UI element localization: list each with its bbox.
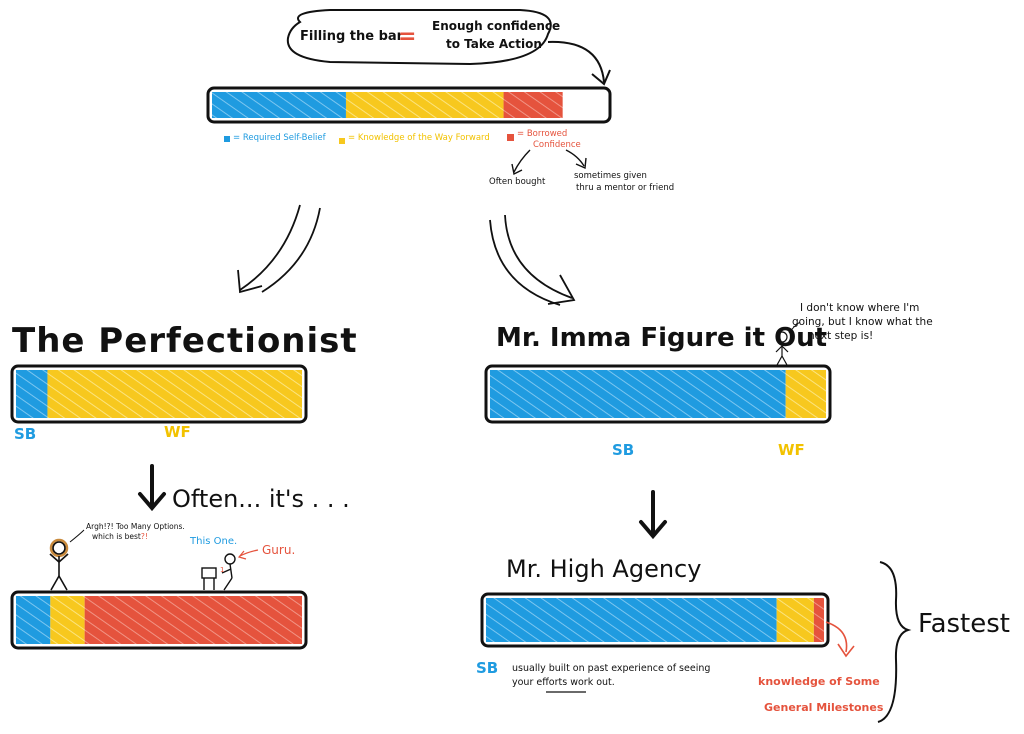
top-confidence-bar	[206, 86, 612, 124]
imma-label-wf: WF	[778, 441, 805, 459]
curve-arrow-right	[489, 214, 576, 306]
thought-tail	[788, 321, 801, 334]
segment-way-forward	[776, 598, 814, 642]
segment-borrowed	[84, 596, 302, 644]
perfectionist-often: Often... it's . . .	[172, 485, 350, 513]
high-agency-label-sb: SB	[476, 659, 499, 677]
borrowed-arrow-right	[565, 149, 587, 170]
legend-borrowed-2: Confidence	[533, 140, 581, 150]
legend-way-forward: = Knowledge of the Way Forward	[348, 133, 490, 143]
bar-outline	[484, 364, 832, 424]
segment-way-forward	[785, 370, 826, 418]
imma-thought-1: I don't know where I'm	[800, 302, 920, 314]
legend-borrowed-1: = Borrowed	[517, 129, 568, 139]
thinking-stick-figure-icon	[775, 331, 789, 366]
segment-way-forward	[50, 596, 85, 644]
this-one-label: This One.	[190, 536, 238, 547]
guru-at-desk-icon	[201, 553, 236, 591]
segment-way-forward	[345, 92, 504, 118]
borrowed-note-given-1: sometimes given	[574, 171, 647, 181]
high-agency-note-1: usually built on past experience of seei…	[512, 663, 711, 674]
high-agency-note-2: your efforts work out.	[512, 677, 615, 689]
imma-figure-it-out-bar	[484, 364, 832, 424]
perfectionist-often-bar	[10, 590, 308, 650]
milestone-arrow	[825, 621, 855, 658]
imma-title: Mr. Imma Figure it Out	[496, 323, 828, 353]
legend-swatch-self-belief	[224, 136, 230, 142]
guru-arrow	[237, 549, 259, 560]
segment-self-belief	[16, 596, 51, 644]
curve-arrow-left	[237, 204, 321, 294]
high-agency-title: Mr. High Agency	[506, 555, 702, 583]
imma-thought-2: going, but I know what the	[792, 316, 933, 328]
bar-outline	[10, 364, 308, 424]
guru-label: Guru.	[262, 543, 296, 557]
bubble-right-text-1: Enough confidence	[432, 19, 561, 33]
borrowed-arrow-left	[511, 149, 531, 176]
perfectionist-label-sb: SB	[14, 425, 37, 443]
perfectionist-bar	[10, 364, 308, 424]
high-agency-bar	[480, 592, 830, 648]
header-bubble	[286, 9, 552, 66]
frustrated-speech-1: Argh!?! Too Many Options.	[86, 522, 185, 531]
segment-borrowed	[813, 598, 824, 642]
bubble-right-text-2: to Take Action	[446, 37, 542, 51]
frustrated-stick-figure-icon	[49, 538, 69, 591]
legend-swatch-borrowed	[507, 134, 514, 141]
segment-self-belief	[16, 370, 48, 418]
borrowed-note-given-2: thru a mentor or friend	[576, 183, 675, 193]
legend-swatch-way-forward	[339, 138, 345, 144]
segment-way-forward	[47, 370, 303, 418]
note-2-rest: work out.	[567, 677, 615, 688]
perfectionist-label-wf: WF	[164, 423, 191, 441]
frustrated-speech-mark: ?!	[140, 532, 148, 541]
milestones-2: General Milestones	[764, 701, 884, 714]
fastest-brace	[877, 561, 912, 723]
legend-self-belief: = Required Self-Belief	[233, 133, 326, 143]
segment-self-belief	[486, 598, 777, 642]
fastest-label: Fastest	[918, 609, 1010, 639]
bubble-pointer-arrow	[547, 40, 611, 86]
segment-self-belief	[212, 92, 346, 118]
frustrated-speech-2-text: which is best	[92, 532, 141, 541]
segment-borrowed	[503, 92, 563, 118]
bubble-equals: =	[398, 24, 417, 49]
note-2-your: your	[512, 677, 537, 688]
speech-tail-frustrated	[69, 529, 85, 543]
down-arrow-imma	[639, 490, 667, 540]
imma-label-sb: SB	[612, 441, 635, 459]
down-arrow-perfectionist	[138, 464, 166, 512]
segment-self-belief	[490, 370, 786, 418]
bar-outline	[480, 592, 830, 648]
desk-badge: 1	[220, 566, 225, 574]
frustrated-speech-2: which is best?!	[92, 532, 148, 542]
bar-outline	[206, 86, 612, 124]
bubble-left-text: Filling the bar	[300, 29, 404, 44]
bar-outline	[10, 590, 308, 650]
milestones-1: knowledge of Some	[758, 675, 880, 688]
borrowed-note-bought: Often bought	[489, 177, 546, 187]
imma-thought-3: next step is!	[808, 330, 874, 342]
perfectionist-title: The Perfectionist	[12, 321, 358, 361]
note-2-efforts: efforts	[536, 677, 568, 688]
